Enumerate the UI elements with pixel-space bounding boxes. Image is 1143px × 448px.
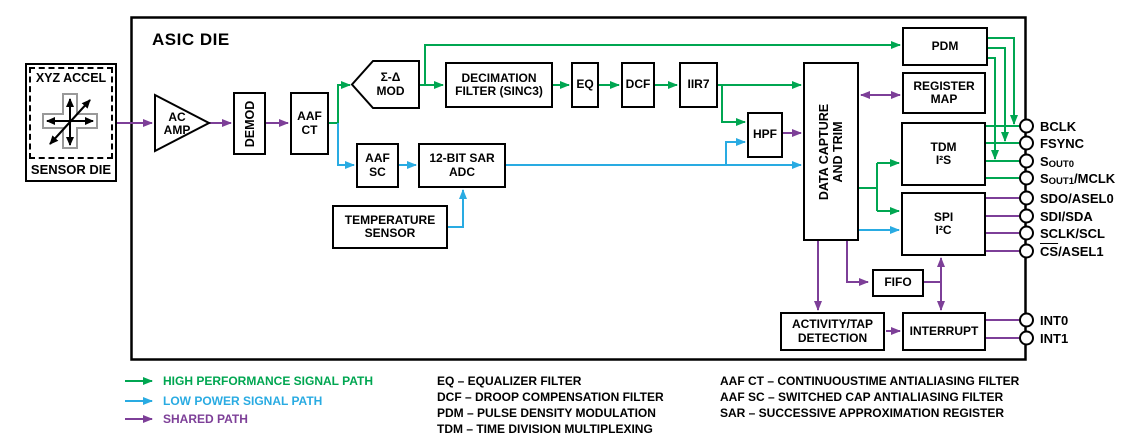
- low-power-wires: [125, 123, 900, 405]
- block-iir7: IIR7: [679, 62, 718, 108]
- legend-high-performance: HIGH PERFORMANCE SIGNAL PATH: [163, 374, 374, 388]
- abbr-tdm: TDM – TIME DIVISION MULTIPLEXING: [437, 422, 653, 436]
- asic-die-border: [130, 16, 1027, 361]
- shared-wires: [117, 91, 1019, 423]
- pin-int1: INT1: [1040, 330, 1069, 346]
- block-ac-amp-label: AC AMP: [163, 109, 191, 137]
- abbr-aaf-sc: AAF SC – SWITCHED CAP ANTIALIASING FILTE…: [720, 390, 1004, 404]
- xyz-accel-label: XYZ ACCEL: [35, 71, 107, 85]
- pin-sdi-sda: SDI/SDA: [1040, 208, 1093, 224]
- abbr-dcf: DCF – DROOP COMPENSATION FILTER: [437, 390, 664, 404]
- pin-bclk: BCLK: [1040, 118, 1077, 134]
- pin-circles: [1019, 118, 1034, 346]
- legend-low-power: LOW POWER SIGNAL PATH: [163, 394, 323, 408]
- block-pdm: PDM: [902, 27, 988, 66]
- pin-sdo-asel0: SDO/ASEL0: [1040, 190, 1114, 206]
- block-dcf: DCF: [621, 62, 655, 108]
- block-fifo: FIFO: [872, 269, 924, 297]
- accel-axes-icon: [42, 93, 98, 149]
- block-aaf-sc: AAF SC: [356, 143, 399, 188]
- block-interrupt: INTERRUPT: [902, 312, 986, 351]
- block-sigma-delta-mod-label: Σ-Δ MOD: [376, 70, 405, 98]
- block-spi-i2c: SPI I²C: [901, 192, 986, 256]
- block-register-map: REGISTER MAP: [902, 72, 986, 114]
- abbr-pdm: PDM – PULSE DENSITY MODULATION: [437, 406, 656, 420]
- sensor-die-label: SENSOR DIE: [30, 162, 112, 177]
- ac-amp-triangle: [154, 93, 212, 153]
- pin-cs-asel1: CS/ASEL1: [1040, 243, 1104, 259]
- block-temperature-sensor: TEMPERATURE SENSOR: [332, 205, 448, 249]
- sigma-delta-mod-shape: [350, 60, 420, 109]
- sensor-accel-dashed-box: [29, 67, 113, 159]
- block-activity-tap-detection: ACTIVITY/TAP DETECTION: [780, 312, 885, 351]
- pin-sclk-scl: SCLK/SCL: [1040, 225, 1105, 241]
- legend-shared: SHARED PATH: [163, 412, 248, 426]
- block-decimation-filter: DECIMATION FILTER (SINC3): [445, 62, 553, 108]
- asic-die-title: ASIC DIE: [152, 30, 230, 49]
- block-sar-adc: 12-BIT SAR ADC: [418, 143, 506, 188]
- block-aaf-ct: AAF CT: [290, 92, 329, 155]
- pin-fsync: FSYNC: [1040, 135, 1085, 151]
- block-demod: DEMOD: [233, 92, 266, 155]
- sensor-die-box: [25, 63, 117, 182]
- abbr-sar: SAR – SUCCESSIVE APPROXIMATION REGISTER: [720, 406, 1005, 420]
- block-data-capture-and-trim: DATA CAPTURE AND TRIM: [803, 62, 859, 241]
- block-hpf: HPF: [747, 112, 783, 158]
- abbr-eq: EQ – EQUALIZER FILTER: [437, 374, 582, 388]
- abbr-aaf-ct: AAF CT – CONTINUOUSTIME ANTIALIASING FIL…: [720, 374, 1020, 388]
- high-performance-wires: [125, 37, 1019, 385]
- pin-int0: INT0: [1040, 312, 1069, 328]
- block-eq: EQ: [571, 62, 599, 108]
- block-tdm-i2s: TDM I²S: [901, 122, 986, 186]
